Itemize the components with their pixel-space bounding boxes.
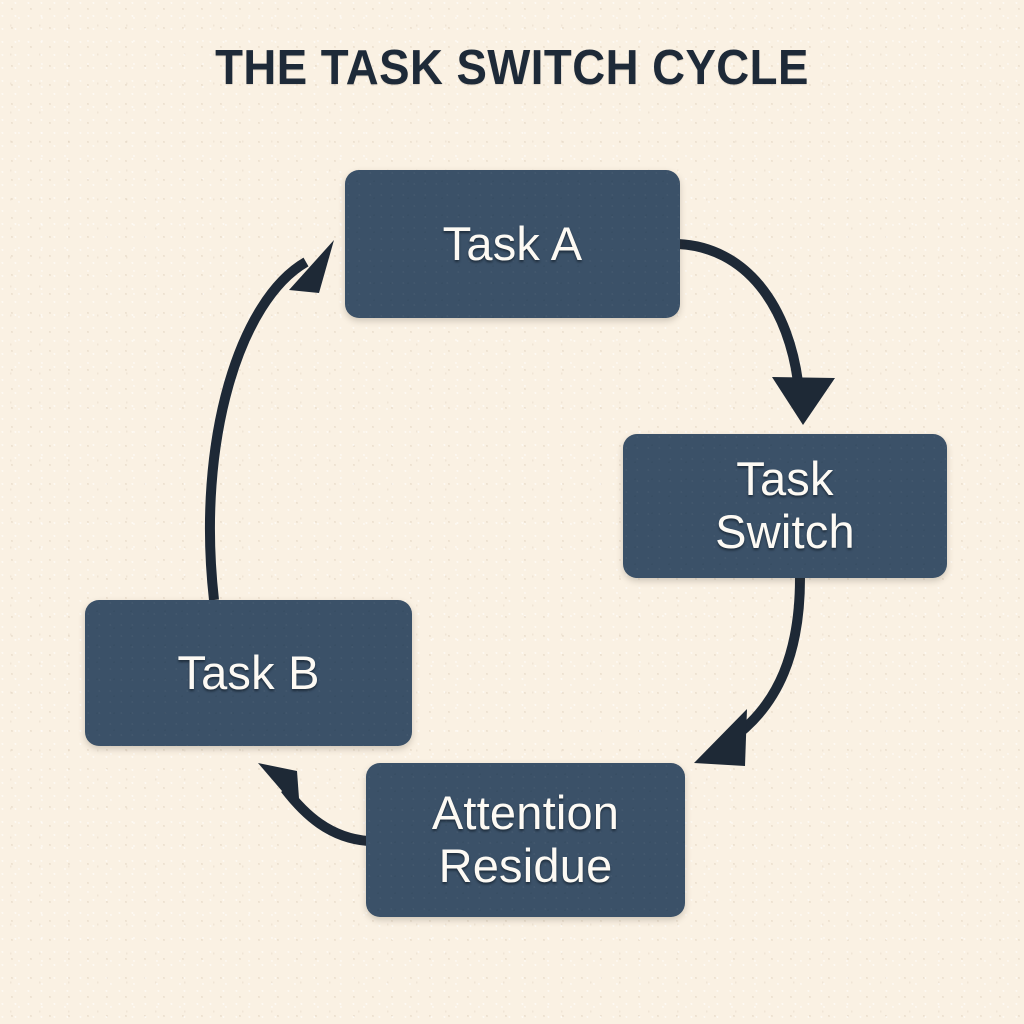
arrow-attention-residue-to-task-b (258, 763, 369, 846)
node-attention-residue[interactable]: Attention Residue (366, 763, 685, 917)
arrow-task-b-to-task-a (204, 240, 334, 601)
node-task-b[interactable]: Task B (85, 600, 412, 746)
node-task-a[interactable]: Task A (345, 170, 680, 318)
page-title: THE TASK SWITCH CYCLE (215, 41, 809, 95)
node-task-b-label: Task B (177, 645, 320, 699)
node-attention-residue-label: Attention Residue (431, 786, 620, 892)
arrow-task-a-to-task-switch (677, 239, 835, 425)
node-task-switch[interactable]: Task Switch (623, 434, 947, 578)
node-task-switch-label: Task Switch (715, 452, 855, 558)
arrow-task-switch-to-attention-residue (694, 577, 805, 766)
node-task-a-label: Task A (442, 216, 583, 270)
